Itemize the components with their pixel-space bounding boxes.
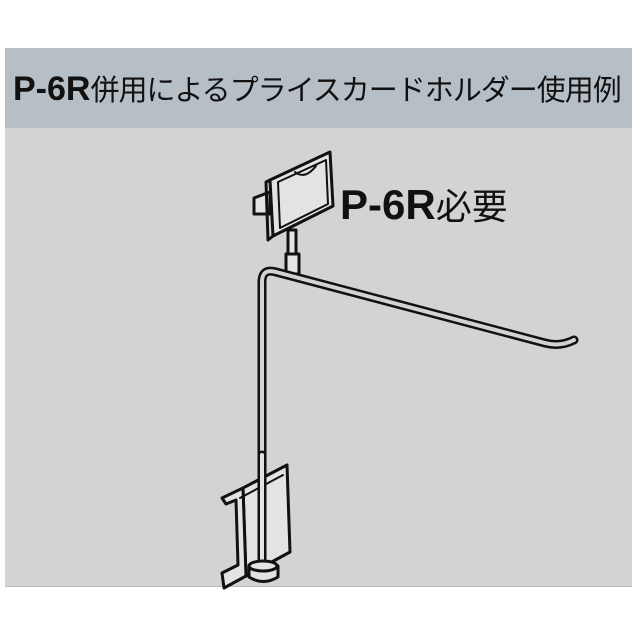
- requirement-text: 必要: [435, 187, 508, 228]
- diagram-panel: P-6R併用によるプライスカードホルダー使用例: [5, 48, 632, 587]
- title-model: P-6R: [13, 70, 91, 108]
- title-text: 併用によるプライスカードホルダー使用例: [90, 73, 621, 107]
- card-holder-icon: [252, 150, 335, 242]
- requirement-model: P-6R: [340, 181, 436, 228]
- hook-bar-icon: [257, 266, 579, 581]
- header-band: P-6R併用によるプライスカードホルダー使用例: [5, 48, 632, 128]
- holder-stem-icon: [284, 228, 301, 276]
- requirement-label: P-6R必要: [340, 178, 508, 230]
- clamp-base-icon: [220, 450, 292, 590]
- page-title: P-6R併用によるプライスカードホルダー使用例: [13, 67, 622, 109]
